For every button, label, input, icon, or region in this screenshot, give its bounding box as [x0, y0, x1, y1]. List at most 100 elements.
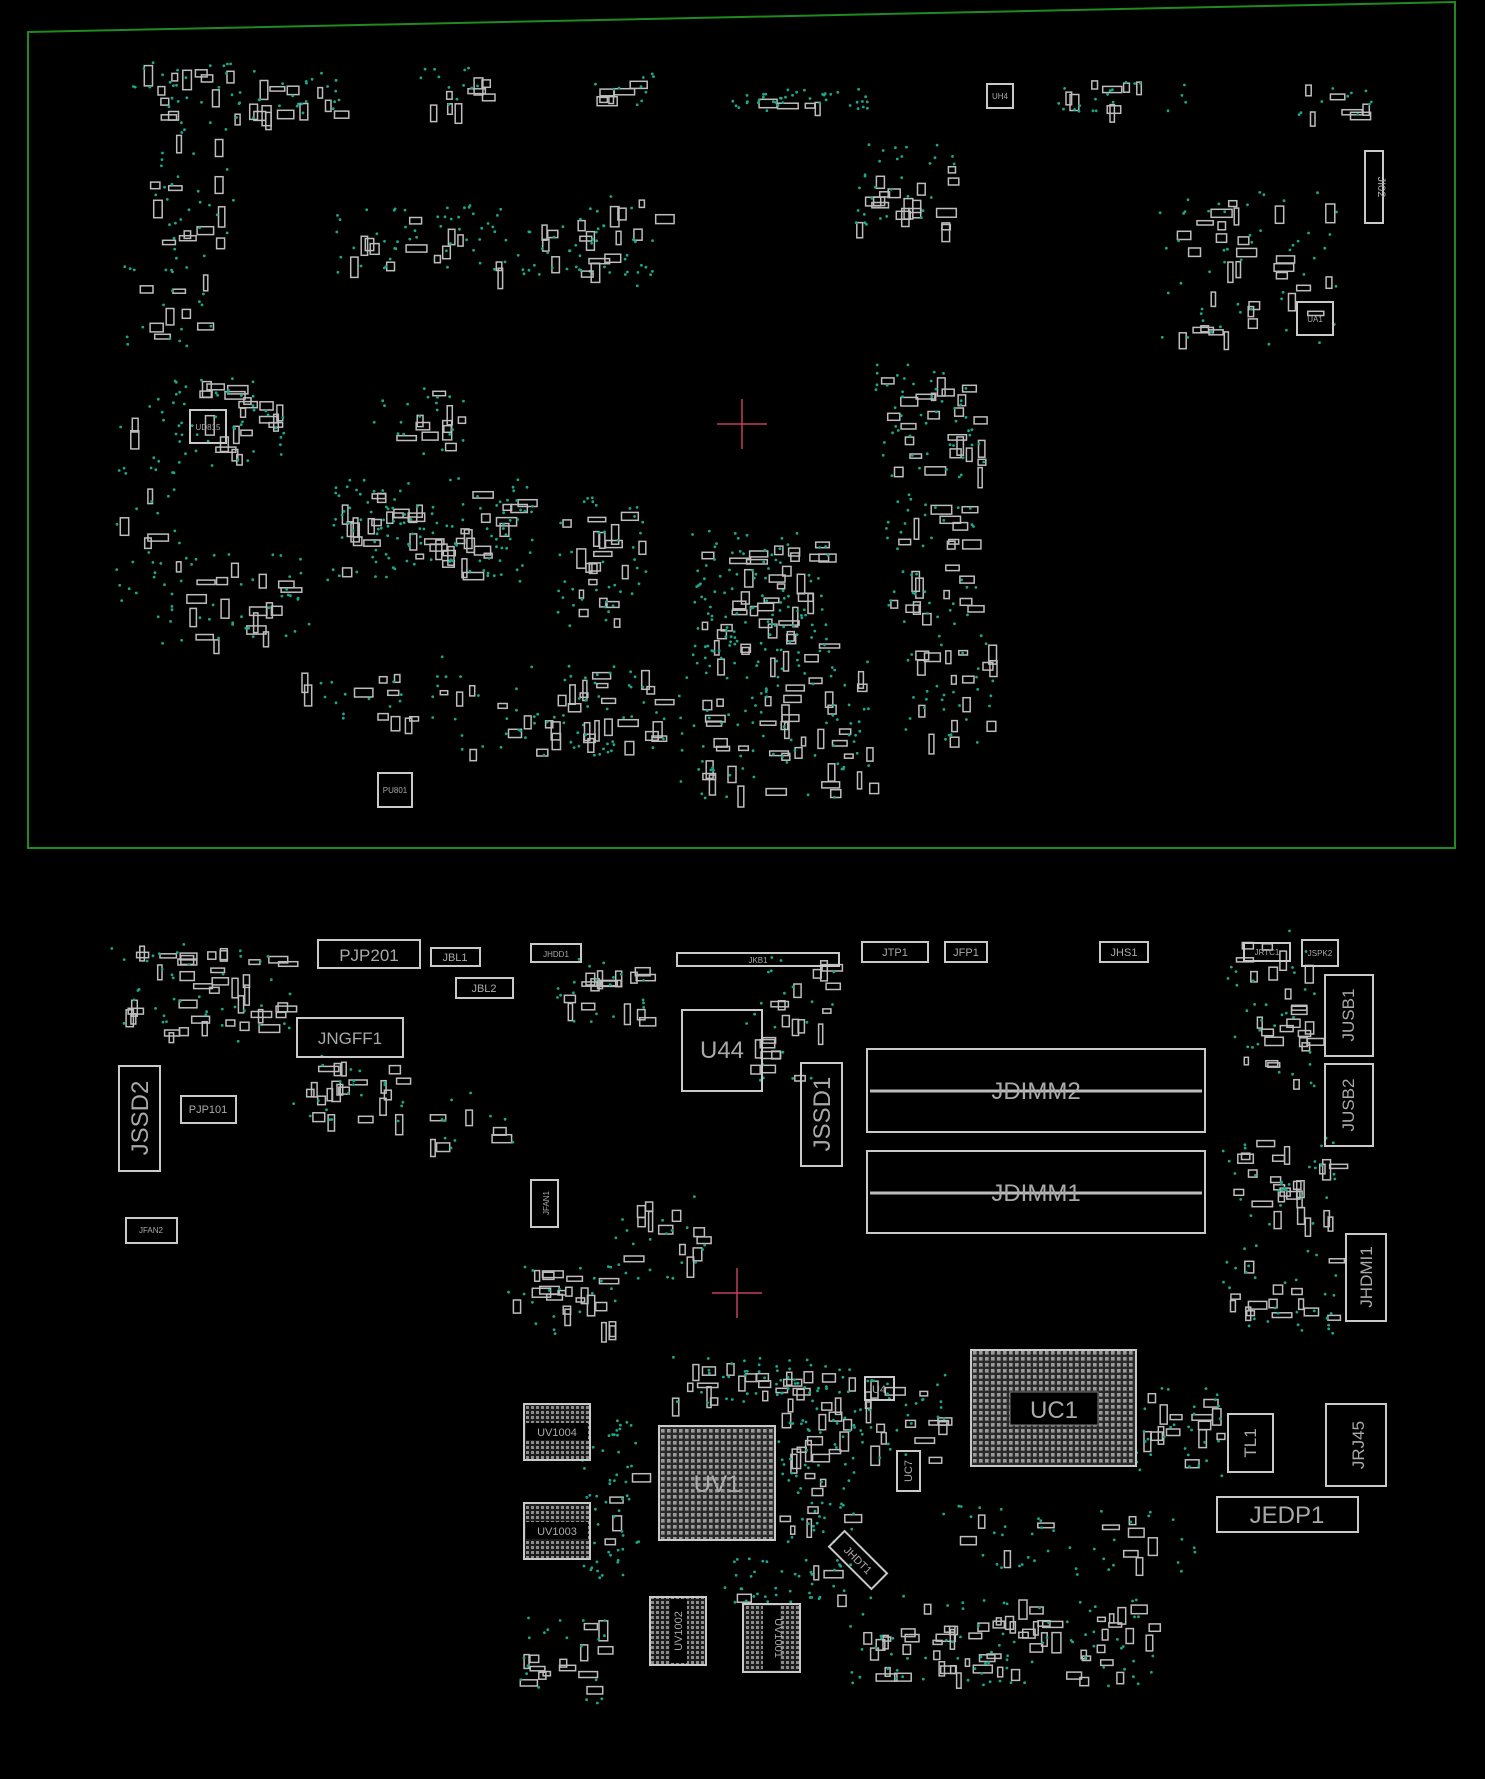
component-jspk2[interactable]: JSPK2	[1301, 939, 1339, 967]
test-point	[1307, 231, 1310, 235]
smd-part	[1349, 111, 1372, 121]
component-u4[interactable]: U4	[864, 1376, 895, 1401]
test-point	[1250, 240, 1254, 244]
smd-part	[716, 698, 724, 707]
component-label: JFP1	[953, 947, 979, 959]
smd-part	[333, 110, 350, 119]
component-jssd1[interactable]: JSSD1	[800, 1062, 843, 1167]
component-pjp101[interactable]: PJP101	[180, 1095, 237, 1124]
test-point	[589, 1020, 593, 1023]
component-jfan1[interactable]: JFAN1	[530, 1179, 559, 1228]
smd-part	[153, 333, 172, 340]
test-point	[588, 964, 591, 968]
component-jbl1[interactable]: JBL1	[430, 947, 481, 967]
component-uv1001[interactable]: UV1001	[742, 1603, 801, 1673]
component-jusb1[interactable]: JUSB1	[1324, 974, 1374, 1057]
component-jhs1[interactable]: JHS1	[1099, 941, 1149, 963]
component-jrtc1[interactable]: JRTC1	[1243, 942, 1291, 962]
test-point	[637, 582, 641, 586]
test-point	[886, 536, 889, 540]
component-jhdd1[interactable]: JHDD1	[530, 943, 582, 963]
test-point	[1276, 1311, 1280, 1315]
component-jhdmi1[interactable]: JHDMI1	[1345, 1233, 1387, 1322]
component-jusb2[interactable]: JUSB2	[1324, 1063, 1374, 1147]
component-jdimm2[interactable]: JDIMM2	[866, 1048, 1206, 1133]
component-uv1003[interactable]: UV1003	[523, 1502, 591, 1560]
smd-part	[1298, 1037, 1309, 1048]
test-point	[776, 1369, 779, 1372]
test-point	[1136, 1682, 1140, 1686]
component-uv1[interactable]: UV1	[658, 1425, 776, 1541]
smd-part	[743, 568, 754, 588]
test-point	[612, 665, 616, 669]
component-tl1[interactable]: TL1	[1227, 1413, 1274, 1473]
test-point	[611, 740, 615, 743]
component-pu801[interactable]: PU801	[377, 772, 413, 808]
test-point	[907, 493, 911, 497]
component-uv1002[interactable]: UV1002	[649, 1596, 707, 1666]
test-point	[440, 655, 444, 659]
test-point	[1062, 107, 1065, 111]
top-side-parts	[115, 61, 1373, 808]
component-u44[interactable]: U44	[681, 1009, 763, 1092]
smd-part	[550, 721, 561, 741]
test-point	[1180, 1569, 1183, 1573]
test-point	[895, 1428, 899, 1432]
smd-part	[928, 733, 935, 755]
component-jdimm1[interactable]: JDIMM1	[866, 1150, 1206, 1234]
component-jbl2[interactable]: JBL2	[455, 977, 514, 999]
component-uh4[interactable]: UH4	[986, 83, 1014, 109]
test-point	[823, 92, 827, 96]
test-point	[393, 567, 397, 571]
test-point	[744, 1599, 748, 1603]
smd-part	[1321, 1158, 1332, 1181]
smd-part	[758, 98, 778, 109]
test-point	[786, 88, 790, 92]
component-uv1004[interactable]: UV1004	[523, 1403, 591, 1461]
component-ud815[interactable]: UD815	[189, 409, 227, 444]
component-label: JUSB2	[1339, 1079, 1358, 1132]
test-point	[337, 98, 341, 102]
smd-part	[872, 196, 886, 207]
component-jngff1[interactable]: JNGFF1	[296, 1017, 404, 1058]
test-point	[563, 678, 567, 682]
component-jssd2[interactable]: JSSD2	[118, 1065, 161, 1172]
bottom-side-view[interactable]: PJP201 JBL1 JBL2 JHDD1 JKB1 JTP1 JFP1 J	[110, 929, 1387, 1705]
test-point	[172, 488, 176, 491]
test-point	[854, 221, 858, 225]
test-point	[902, 1594, 905, 1598]
smd-part	[918, 704, 926, 718]
test-point	[1133, 1615, 1136, 1619]
smd-part	[130, 1013, 137, 1025]
component-uc1[interactable]: UC1	[970, 1349, 1137, 1467]
test-point	[586, 705, 589, 708]
test-point	[594, 1507, 597, 1511]
test-point	[172, 401, 175, 405]
test-point	[579, 1644, 583, 1648]
component-jtp1[interactable]: JTP1	[861, 941, 929, 963]
test-point	[399, 420, 403, 424]
smd-part	[617, 207, 627, 221]
test-point	[435, 408, 439, 412]
test-point	[597, 1637, 601, 1641]
test-point	[600, 1279, 603, 1283]
top-side-view[interactable]: JI02 UA1 UD815 PU801 UH4	[27, 0, 1456, 849]
component-uc7[interactable]: UC7	[896, 1450, 921, 1492]
component-ji02[interactable]: JI02	[1364, 150, 1387, 224]
smd-part	[654, 698, 675, 706]
test-point	[637, 1540, 640, 1544]
component-jedp1[interactable]: JEDP1	[1216, 1496, 1359, 1533]
test-point	[582, 500, 586, 504]
test-point	[708, 664, 712, 668]
component-jkb1[interactable]: JKB1	[676, 952, 840, 967]
smd-part	[214, 138, 224, 158]
component-ua1[interactable]: UA1	[1296, 301, 1334, 336]
test-point	[596, 1569, 599, 1573]
component-jfp1[interactable]: JFP1	[944, 941, 988, 963]
smd-part	[590, 262, 601, 284]
test-point	[745, 533, 749, 537]
component-pjp201[interactable]: PJP201	[317, 939, 421, 969]
component-jfan2[interactable]: JFAN2	[125, 1217, 178, 1244]
component-jrj45[interactable]: JRJ45	[1325, 1403, 1387, 1487]
